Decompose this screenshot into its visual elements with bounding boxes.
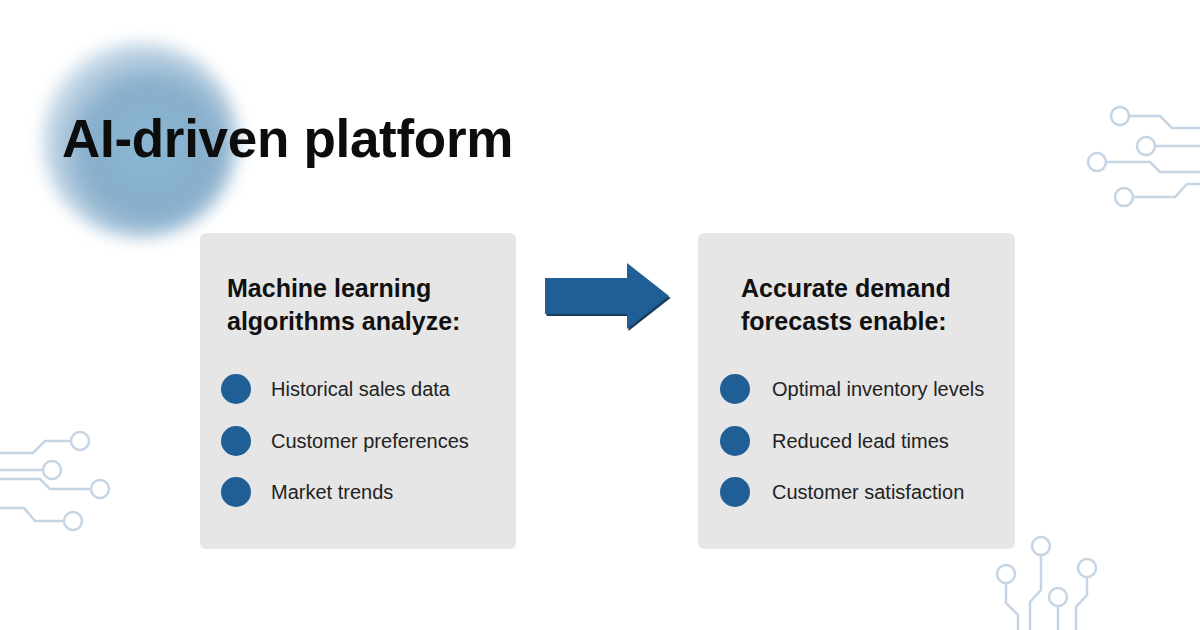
bullet-dot	[221, 477, 251, 507]
bullet-text: Historical sales data	[271, 377, 450, 401]
content-box: Machine learning algorithms analyze: Hist…	[200, 233, 516, 549]
content-box: Accurate demand forecasts enable: Optimal…	[698, 233, 1015, 549]
arrow-shadow	[547, 265, 671, 331]
bullet-text: Customer preferences	[271, 429, 469, 453]
block-arrow	[545, 263, 671, 331]
bullet-dot	[221, 426, 251, 456]
bullet-dot	[221, 374, 251, 404]
bullet-dot	[720, 477, 750, 507]
bullet-dot	[720, 426, 750, 456]
title: AI-driven platform	[62, 108, 513, 169]
circuit-left	[0, 432, 109, 530]
circuit-top-right	[1088, 107, 1200, 206]
circuit-bottom-right	[997, 537, 1096, 630]
bullet-dot	[720, 374, 750, 404]
box-heading: Machine learning algorithms analyze:	[227, 272, 496, 338]
box-heading: Accurate demand forecasts enable:	[741, 272, 995, 338]
arrow-body	[545, 263, 669, 329]
bullet-text: Optimal inventory levels	[772, 377, 984, 401]
bullet-text: Reduced lead times	[772, 429, 949, 453]
bullet-text: Market trends	[271, 480, 393, 504]
bullet-text: Customer satisfaction	[772, 480, 964, 504]
